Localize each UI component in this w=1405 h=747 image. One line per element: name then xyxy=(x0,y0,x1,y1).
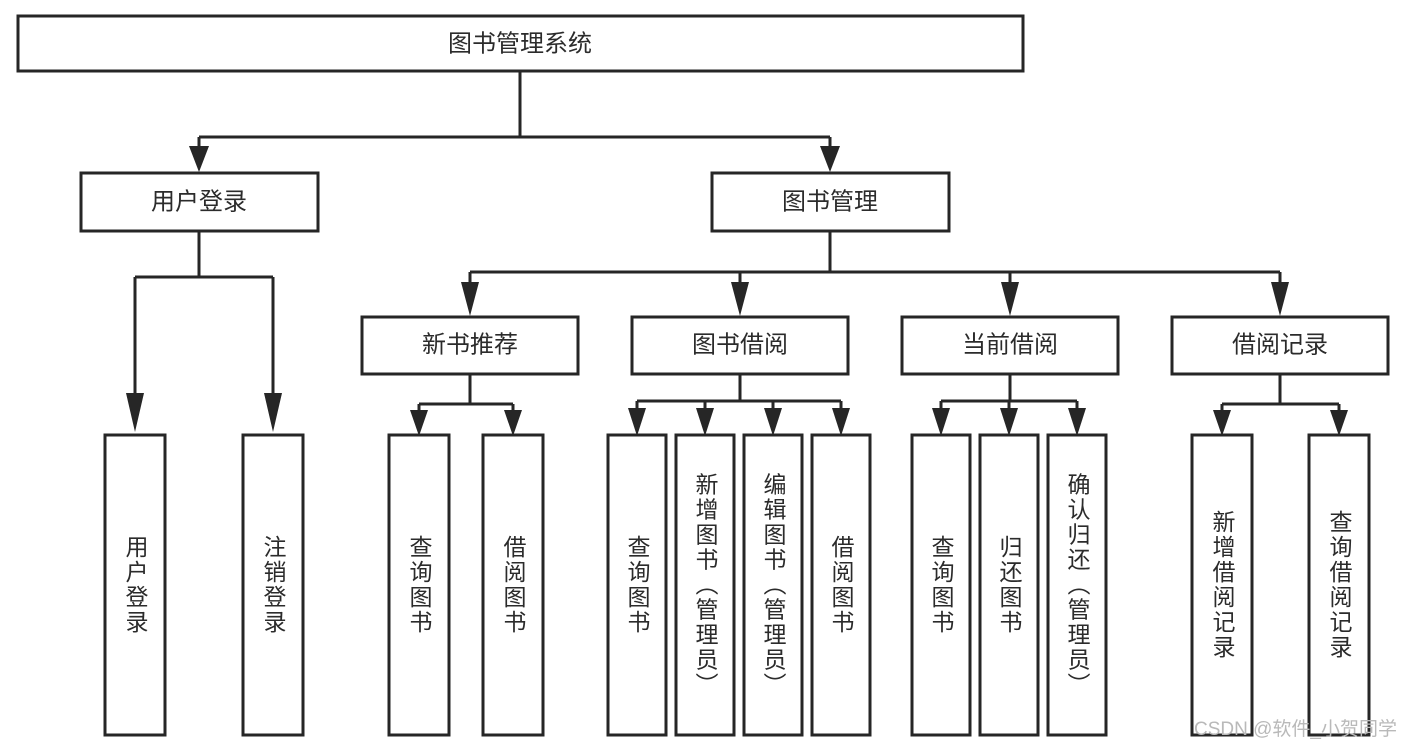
node-book-borrow[interactable]: 图书借阅 xyxy=(630,315,850,376)
arrow-head-leaf-query-book-2 xyxy=(628,408,646,436)
leaf-records-add-record-label: 新增借阅记录 xyxy=(1209,510,1236,660)
arrow-head-leaf-query-book-3 xyxy=(932,408,950,436)
leaf-recommend-query-book-label: 查询图书 xyxy=(406,535,433,635)
node-book-borrow-label: 图书借阅 xyxy=(692,331,788,358)
arrow-head-leaf-borrow-book-2 xyxy=(832,408,850,436)
arrow-head-book-borrow xyxy=(731,282,749,316)
arrow-head-leaf-add-record xyxy=(1213,410,1231,436)
leaf-records-add-record[interactable]: 新增借阅记录 xyxy=(1190,433,1254,737)
arrow-head-leaf-query-book-1 xyxy=(410,410,428,436)
leaf-borrow-add-book-label: 新增图书（管理员） xyxy=(692,473,719,698)
node-user-login-label: 用户登录 xyxy=(151,188,247,215)
arrow-head-leaf-query-record xyxy=(1330,410,1348,436)
leaf-current-query-book[interactable]: 查询图书 xyxy=(910,433,972,737)
leaf-borrow-add-book[interactable]: 新增图书（管理员） xyxy=(674,433,736,737)
arrow-head-leaf-return-book xyxy=(1000,408,1018,436)
leaf-current-return-book-label: 归还图书 xyxy=(996,535,1023,635)
leaf-recommend-query-book[interactable]: 查询图书 xyxy=(387,433,451,737)
leaf-current-return-book[interactable]: 归还图书 xyxy=(978,433,1040,737)
leaf-user-login[interactable]: 用户登录 xyxy=(103,433,167,737)
leaf-recommend-borrow-book-label: 借阅图书 xyxy=(500,535,527,635)
leaf-user-login-label: 用户登录 xyxy=(122,535,149,635)
node-current-borrow[interactable]: 当前借阅 xyxy=(900,315,1120,376)
node-user-login[interactable]: 用户登录 xyxy=(79,171,320,233)
leaf-current-confirm-return-label: 确认归还（管理员） xyxy=(1064,473,1091,698)
edge-layer xyxy=(126,71,1348,436)
leaf-borrow-query-book[interactable]: 查询图书 xyxy=(606,433,668,737)
leaf-logout-label: 注销登录 xyxy=(260,535,287,635)
node-new-book-recommend-label: 新书推荐 xyxy=(422,331,518,358)
node-root-system[interactable]: 图书管理系统 xyxy=(16,14,1025,73)
arrow-head-current-borrow xyxy=(1001,282,1019,316)
arrow-head-book-mgmt xyxy=(820,146,840,172)
arrow-head-leaf-confirm-return xyxy=(1068,408,1086,436)
arrow-head-leaf-logout xyxy=(264,393,282,432)
arrow-head-leaf-edit-book xyxy=(764,408,782,436)
leaf-borrow-edit-book[interactable]: 编辑图书（管理员） xyxy=(742,433,804,737)
leaf-borrow-borrow-book[interactable]: 借阅图书 xyxy=(810,433,872,737)
arrow-head-borrow-records xyxy=(1271,282,1289,316)
arrow-head-user-login xyxy=(189,146,209,172)
arrow-head-leaf-borrow-book-1 xyxy=(504,410,522,436)
arrow-head-leaf-add-book xyxy=(696,408,714,436)
arrow-head-new-book-recommend xyxy=(461,282,479,316)
node-borrow-records-label: 借阅记录 xyxy=(1232,331,1328,358)
node-book-management[interactable]: 图书管理 xyxy=(710,171,951,233)
leaf-records-query-record-label: 查询借阅记录 xyxy=(1326,510,1353,660)
node-borrow-records[interactable]: 借阅记录 xyxy=(1170,315,1390,376)
node-current-borrow-label: 当前借阅 xyxy=(962,331,1058,358)
node-book-management-label: 图书管理 xyxy=(782,188,878,215)
leaf-current-query-book-label: 查询图书 xyxy=(928,535,955,635)
leaf-current-confirm-return[interactable]: 确认归还（管理员） xyxy=(1046,433,1108,737)
leaf-recommend-borrow-book[interactable]: 借阅图书 xyxy=(481,433,545,737)
node-root-system-label: 图书管理系统 xyxy=(448,30,592,57)
node-new-book-recommend[interactable]: 新书推荐 xyxy=(360,315,580,376)
arrow-head-leaf-user-login xyxy=(126,393,144,432)
csdn-watermark: CSDN @软件_小贺同学 xyxy=(1194,719,1397,740)
leaf-records-query-record[interactable]: 查询借阅记录 xyxy=(1307,433,1371,737)
leaf-borrow-query-book-label: 查询图书 xyxy=(624,535,651,635)
leaf-borrow-edit-book-label: 编辑图书（管理员） xyxy=(760,473,787,698)
leaf-logout[interactable]: 注销登录 xyxy=(241,433,305,737)
leaf-borrow-borrow-book-label: 借阅图书 xyxy=(828,535,855,635)
